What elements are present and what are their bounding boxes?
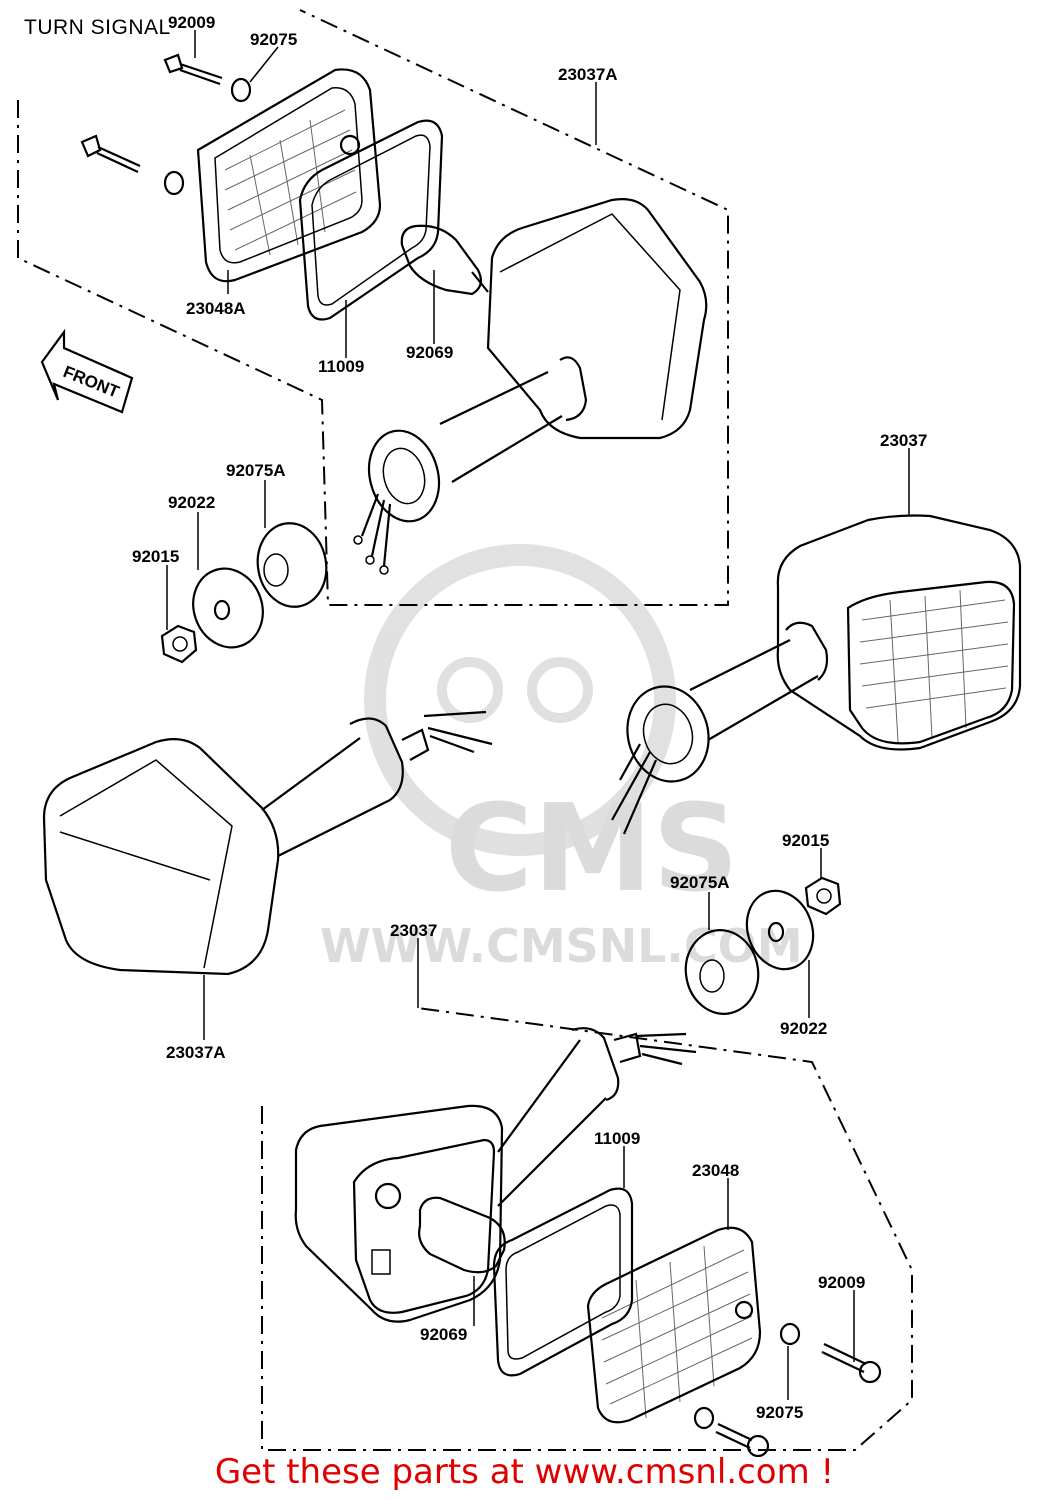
part-label: 92075A bbox=[670, 873, 730, 892]
part-label: 23048 bbox=[692, 1161, 739, 1180]
lens-23048A-icon bbox=[196, 68, 382, 283]
part-label: 23037 bbox=[880, 431, 927, 450]
part-label: 92022 bbox=[780, 1019, 827, 1038]
part-label: 23048A bbox=[186, 299, 246, 318]
part-label: 11009 bbox=[594, 1129, 640, 1148]
part-label: 92015 bbox=[132, 547, 179, 566]
group-outline-upper bbox=[17, 9, 729, 606]
part-label: 92075A bbox=[226, 461, 286, 480]
watermark: CMS WWW.CMSNL.COM bbox=[320, 544, 803, 973]
watermark-mascot-icon bbox=[364, 544, 676, 856]
housing-23037-right-icon bbox=[611, 514, 1022, 835]
nut-92015-upper-icon bbox=[160, 624, 198, 664]
housing-23037A-upper-icon bbox=[353, 198, 708, 575]
nut-92015-lower-icon bbox=[804, 876, 842, 916]
leader-lines bbox=[166, 30, 910, 1400]
watermark-brand: CMS bbox=[445, 780, 739, 919]
screw-lower-1-icon bbox=[821, 1343, 882, 1384]
washer-92022-upper-icon bbox=[192, 567, 264, 649]
gasket-11009-lower-icon bbox=[492, 1187, 634, 1377]
part-label: 92009 bbox=[818, 1273, 865, 1292]
housing-23037-lower-icon bbox=[294, 1027, 697, 1323]
screw-upper-2-icon bbox=[80, 134, 141, 173]
diagram-title: TURN SIGNAL bbox=[24, 16, 171, 39]
housing-23037A-lower-icon bbox=[42, 710, 493, 976]
bulb-92069-lower-icon bbox=[418, 1196, 506, 1274]
screw-lower-2-icon bbox=[715, 1423, 770, 1458]
washer-lower-1-icon bbox=[779, 1322, 801, 1346]
washer-92022-lower-icon bbox=[745, 889, 815, 971]
part-label: 92069 bbox=[406, 343, 453, 362]
part-labels: 92009 92075 23037A 23048A 11009 92069 92… bbox=[132, 13, 927, 1422]
washer-upper-2-icon bbox=[163, 170, 185, 196]
part-label: 92015 bbox=[782, 831, 829, 850]
grommet-92075A-upper-icon bbox=[256, 522, 328, 608]
part-label: 92009 bbox=[168, 13, 215, 32]
part-label: 92075 bbox=[250, 30, 297, 49]
footer-link-text[interactable]: Get these parts at www.cmsnl.com ! bbox=[214, 1452, 835, 1492]
group-outline-lower bbox=[261, 1007, 913, 1451]
grommet-92075A-lower-icon bbox=[684, 929, 760, 1015]
watermark-url: WWW.CMSNL.COM bbox=[320, 919, 803, 973]
washer-upper-1-icon bbox=[230, 77, 252, 103]
part-label: 23037A bbox=[558, 65, 618, 84]
part-label: 92022 bbox=[168, 493, 215, 512]
part-label: 11009 bbox=[318, 357, 364, 376]
washer-lower-2-icon bbox=[693, 1406, 715, 1430]
screw-upper-1-icon bbox=[163, 53, 223, 86]
gasket-11009-upper-icon bbox=[298, 119, 444, 321]
part-label: 92069 bbox=[420, 1325, 467, 1344]
part-label: 92075 bbox=[756, 1403, 803, 1422]
part-label: 23037 bbox=[390, 921, 437, 940]
bulb-92069-upper-icon bbox=[400, 224, 489, 296]
front-arrow-icon: FRONT bbox=[40, 328, 134, 414]
front-arrow-label: FRONT bbox=[61, 362, 123, 402]
part-label: 23037A bbox=[166, 1043, 226, 1062]
lens-23048-lower-icon bbox=[586, 1226, 762, 1424]
